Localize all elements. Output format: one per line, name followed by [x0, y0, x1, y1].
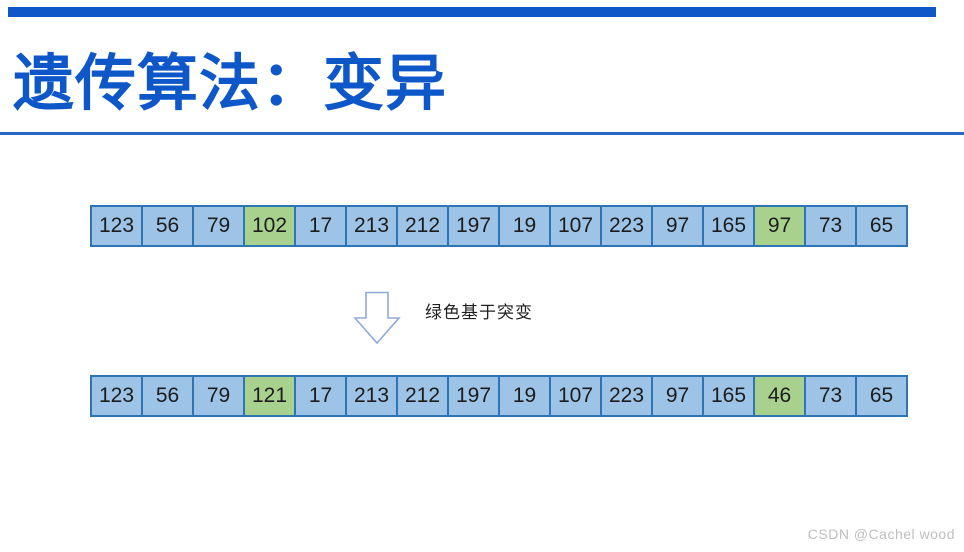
gene-cell-mutated: 121: [243, 375, 296, 417]
gene-cell: 73: [804, 375, 857, 417]
gene-cell: 212: [396, 205, 449, 247]
mutation-arrow-label: 绿色基于突变: [425, 302, 533, 322]
gene-cell-mutated: 102: [243, 205, 296, 247]
gene-cell: 97: [651, 375, 704, 417]
gene-cell: 19: [498, 375, 551, 417]
gene-cell: 123: [90, 375, 143, 417]
gene-cell: 197: [447, 205, 500, 247]
gene-cell: 165: [702, 205, 755, 247]
gene-cell: 17: [294, 375, 347, 417]
gene-cell: 65: [855, 205, 908, 247]
gene-cell: 212: [396, 375, 449, 417]
gene-cell: 213: [345, 205, 398, 247]
gene-cell: 56: [141, 375, 194, 417]
gene-cell: 213: [345, 375, 398, 417]
gene-cell: 79: [192, 205, 245, 247]
gene-cell-mutated: 46: [753, 375, 806, 417]
gene-cell: 223: [600, 375, 653, 417]
down-arrow-outline-icon: [353, 291, 401, 345]
gene-cell: 56: [141, 205, 194, 247]
gene-cell: 197: [447, 375, 500, 417]
gene-cell: 165: [702, 375, 755, 417]
mutation-arrow-group: 绿色基于突变: [353, 291, 533, 345]
gene-cell-mutated: 97: [753, 205, 806, 247]
gene-cell: 107: [549, 205, 602, 247]
gene-cell: 73: [804, 205, 857, 247]
gene-cell: 123: [90, 205, 143, 247]
slide-title: 遗传算法：变异: [13, 49, 448, 117]
gene-cell: 19: [498, 205, 551, 247]
top-accent-bar: [8, 7, 936, 17]
gene-cell: 223: [600, 205, 653, 247]
title-divider: [0, 132, 964, 135]
gene-cell: 65: [855, 375, 908, 417]
gene-cell: 79: [192, 375, 245, 417]
gene-cell: 97: [651, 205, 704, 247]
gene-cell: 107: [549, 375, 602, 417]
gene-cell: 17: [294, 205, 347, 247]
watermark-text: CSDN @Cachel wood: [807, 526, 955, 542]
